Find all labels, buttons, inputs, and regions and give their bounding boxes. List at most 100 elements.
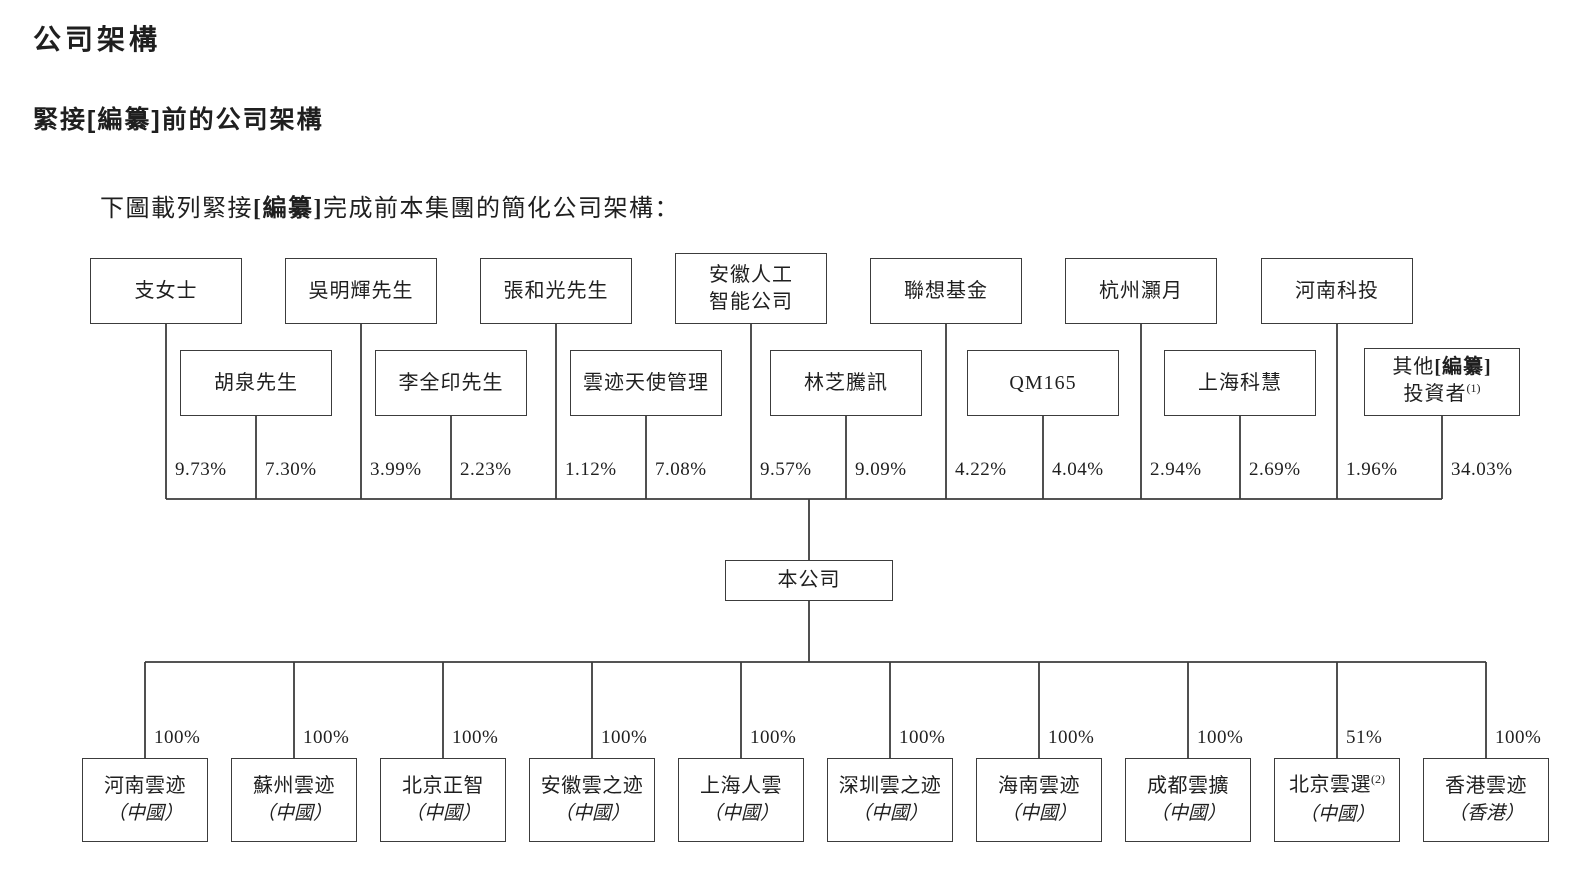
subsidiary-name-line: 北京正智 xyxy=(402,773,484,800)
shareholder-name: 聯想基金 xyxy=(904,279,988,302)
subsidiary-name-line: 安徽雲之迹 xyxy=(541,773,644,800)
intro-pre: 下圖載列緊接 xyxy=(100,196,253,222)
ownership-percentage: 100% xyxy=(452,727,499,748)
shareholder-box: 張和光先生 xyxy=(480,258,632,324)
subsidiary-name-line: 海南雲迹 xyxy=(998,773,1080,800)
shareholder-name-segment: 其他 xyxy=(1392,356,1435,378)
ownership-percentage: 9.09% xyxy=(855,459,907,480)
shareholder-name-line: 投資者(1) xyxy=(1404,381,1481,410)
shareholder-box: 林芝騰訊 xyxy=(770,350,922,416)
ownership-percentage: 7.30% xyxy=(265,459,317,480)
ownership-percentage: 7.08% xyxy=(655,459,707,480)
ownership-percentage: 2.23% xyxy=(460,459,512,480)
company-name: 本公司 xyxy=(777,569,841,591)
shareholder-box: 其他[編纂]投資者(1) xyxy=(1364,348,1520,416)
intro-redact: [編纂] xyxy=(253,196,323,222)
subsidiary-name-line: 北京雲選(2) xyxy=(1289,772,1385,801)
subsidiary-box: 北京雲選(2) （中國） xyxy=(1274,758,1400,842)
subsidiary-name: 安徽雲之迹 xyxy=(540,775,644,797)
subsidiary-name-footnote: (2) xyxy=(1371,772,1385,786)
subsidiary-name-line: 香港雲迹 xyxy=(1445,773,1527,800)
shareholder-box: 上海科慧 xyxy=(1164,350,1316,416)
subsidiary-box: 上海人雲（中國） xyxy=(678,758,804,842)
ownership-percentage: 51% xyxy=(1346,727,1383,748)
subsidiary-region: （中國） xyxy=(553,803,630,824)
ownership-percentage: 2.94% xyxy=(1150,459,1202,480)
shareholder-name: 上海科慧 xyxy=(1198,371,1282,394)
ownership-percentage: 9.57% xyxy=(760,459,812,480)
page-title: 公司架構 xyxy=(33,24,162,55)
subsidiary-region: （中國） xyxy=(1000,803,1077,824)
ownership-percentage: 100% xyxy=(1495,727,1542,748)
ownership-percentage: 100% xyxy=(154,727,201,748)
shareholder-name: QM165 xyxy=(1009,371,1077,394)
shareholder-box: 支女士 xyxy=(90,258,242,324)
ownership-percentage: 2.69% xyxy=(1249,459,1301,480)
shareholder-name: 杭州灝月 xyxy=(1099,279,1183,302)
subsidiary-region: （香港） xyxy=(1447,803,1524,824)
subsidiary-box: 北京正智 （中國） xyxy=(380,758,506,842)
shareholder-box: 聯想基金 xyxy=(870,258,1022,324)
shareholder-box: 胡泉先生 xyxy=(180,350,332,416)
subsidiary-region: （中國） xyxy=(1149,803,1226,824)
shareholder-name-line: 智能公司 xyxy=(709,289,793,316)
ownership-percentage: 100% xyxy=(899,727,946,748)
shareholder-name: 支女士 xyxy=(134,279,198,302)
shareholder-name: 胡泉先生 xyxy=(214,371,298,394)
subsidiary-region: （中國） xyxy=(1298,804,1375,825)
shareholder-box: 杭州灝月 xyxy=(1065,258,1217,324)
subsidiary-name: 香港雲迹 xyxy=(1445,775,1527,797)
intro-post: 完成前本集團的簡化公司架構： xyxy=(322,196,680,222)
shareholder-box: 李全印先生 xyxy=(375,350,527,416)
ownership-percentage: 34.03% xyxy=(1451,459,1513,480)
subsidiary-name-line: 河南雲迹 xyxy=(104,773,186,800)
subsidiary-name-line: 蘇州雲迹 xyxy=(253,773,335,800)
shareholder-name: 張和光先生 xyxy=(503,279,609,302)
subsidiary-region: （中國） xyxy=(404,803,481,824)
shareholder-box: 安徽人工智能公司 xyxy=(675,253,827,324)
subsidiary-box: 海南雲迹 （中國） xyxy=(976,758,1102,842)
shareholder-name: 李全印先生 xyxy=(398,371,504,394)
shareholder-name-segment: 安徽人工 xyxy=(709,263,793,286)
shareholder-box: 吳明輝先生 xyxy=(285,258,437,324)
shareholder-name: 林芝騰訊 xyxy=(804,371,888,394)
company-box: 本公司 xyxy=(725,560,893,601)
ownership-percentage: 100% xyxy=(601,727,648,748)
ownership-percentage: 4.04% xyxy=(1052,459,1104,480)
shareholder-name-segment: [編纂] xyxy=(1434,356,1492,378)
subsidiary-name: 深圳雲之迹 xyxy=(838,775,942,797)
shareholder-box: 雲迹天使管理 xyxy=(570,350,722,416)
shareholder-name: 吳明輝先生 xyxy=(308,279,414,302)
ownership-percentage: 1.12% xyxy=(565,459,617,480)
shareholder-box: QM165 xyxy=(967,350,1119,416)
ownership-percentage: 9.73% xyxy=(175,459,227,480)
subsidiary-box: 河南雲迹 （中國） xyxy=(82,758,208,842)
intro-text: 下圖載列緊接[編纂]完成前本集團的簡化公司架構： xyxy=(100,188,680,223)
ownership-percentage: 100% xyxy=(1048,727,1095,748)
subsidiary-box: 香港雲迹 （香港） xyxy=(1423,758,1549,842)
subsidiary-name: 北京雲選 xyxy=(1289,774,1371,796)
shareholder-name: 河南科投 xyxy=(1295,279,1379,302)
subsidiary-name-line: 上海人雲 xyxy=(700,773,782,800)
ownership-percentage: 4.22% xyxy=(955,459,1007,480)
shareholder-name-segment: 投資者 xyxy=(1403,383,1467,405)
shareholder-name-line: 其他[編纂] xyxy=(1392,354,1491,381)
subsidiary-name: 蘇州雲迹 xyxy=(253,775,335,797)
subsidiary-box: 深圳雲之迹 （中國） xyxy=(827,758,953,842)
shareholder-box: 河南科投 xyxy=(1261,258,1413,324)
subsidiary-region: （中國） xyxy=(255,803,332,824)
shareholder-name: 雲迹天使管理 xyxy=(583,371,709,394)
subsidiary-name-line: 深圳雲之迹 xyxy=(839,773,942,800)
subsidiary-name: 北京正智 xyxy=(402,775,484,797)
subsidiary-box: 成都雲擴 （中國） xyxy=(1125,758,1251,842)
ownership-percentage: 100% xyxy=(750,727,797,748)
shareholder-name-line: 安徽人工 xyxy=(709,262,793,289)
subsidiary-region: （中國） xyxy=(106,803,183,824)
shareholder-name-segment: 智能公司 xyxy=(709,290,793,313)
subsidiary-name: 成都雲擴 xyxy=(1147,775,1229,797)
shareholder-name-segment: (1) xyxy=(1466,381,1481,395)
ownership-percentage: 3.99% xyxy=(370,459,422,480)
subsidiary-region: （中國） xyxy=(851,803,928,824)
